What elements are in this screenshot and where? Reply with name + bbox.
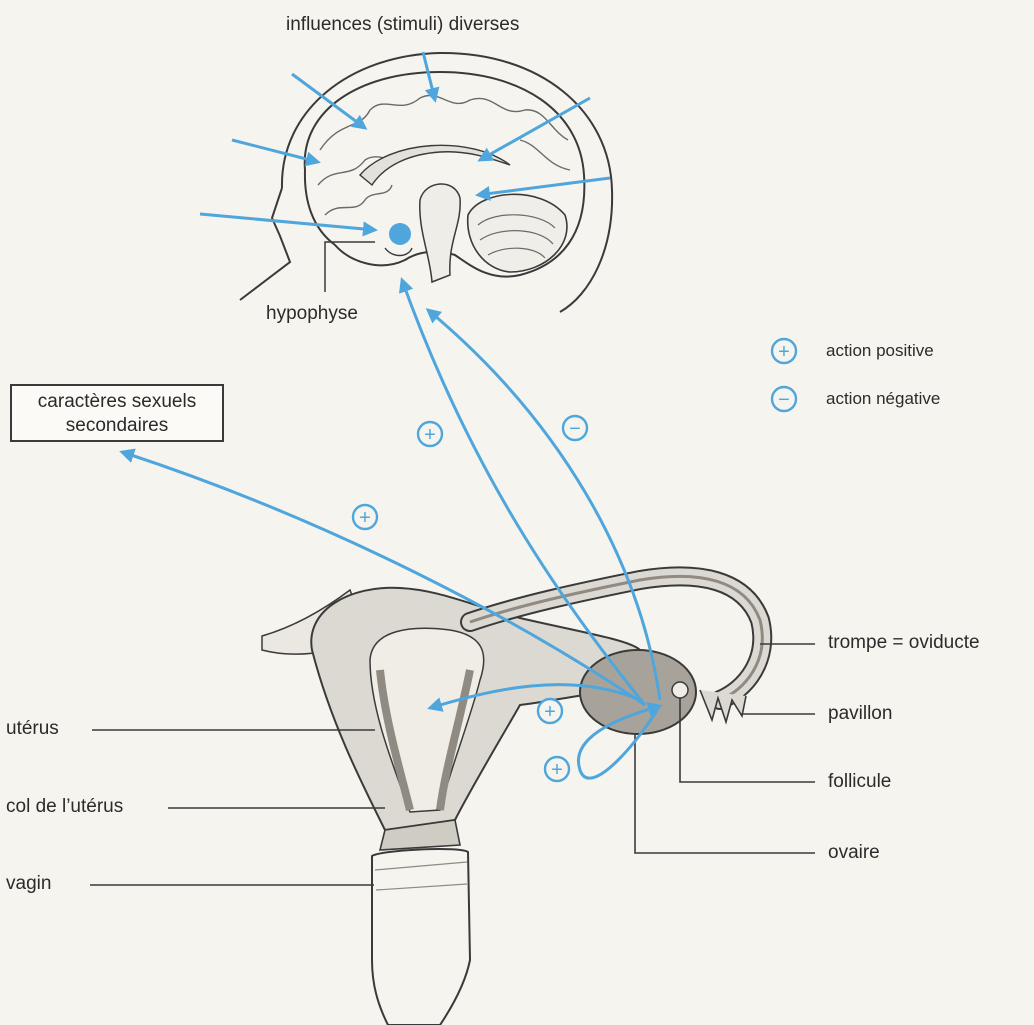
legend-symbol: + <box>778 341 790 363</box>
pituitary-gland <box>389 223 411 245</box>
sign-text: + <box>551 759 563 781</box>
sign-plus-3: + <box>538 699 562 723</box>
label-ovaire: ovaire <box>828 842 880 864</box>
label-follicule: follicule <box>828 771 891 793</box>
label-hypophyse: hypophyse <box>266 303 358 325</box>
sign-text: − <box>569 418 581 440</box>
box-line-1: caractères sexuels <box>12 390 222 414</box>
box-line-2: secondaires <box>12 414 222 438</box>
sign-text: + <box>359 507 371 529</box>
legend-negative-label: action négative <box>826 389 940 409</box>
sign-plus-4: + <box>545 757 569 781</box>
sign-text: + <box>424 424 436 446</box>
label-pavillon: pavillon <box>828 703 892 725</box>
label-vagin: vagin <box>6 873 51 895</box>
legend-negative-icon: − <box>772 387 796 411</box>
sign-plus-1: + <box>418 422 442 446</box>
follicle-shape <box>672 682 688 698</box>
secondary-characteristics-box: caractères sexuels secondaires <box>10 384 224 442</box>
diagram-title: influences (stimuli) diverses <box>286 14 519 36</box>
label-uterus: utérus <box>6 718 59 740</box>
legend-positive-icon: + <box>772 339 796 363</box>
sign-plus-2: + <box>353 505 377 529</box>
sign-text: + <box>544 701 556 723</box>
label-trompe: trompe = oviducte <box>828 632 980 654</box>
sign-minus-1: − <box>563 416 587 440</box>
legend-symbol: − <box>778 389 790 411</box>
label-col: col de l’utérus <box>6 796 123 818</box>
legend-positive-label: action positive <box>826 341 934 361</box>
brain-illustration <box>240 53 612 312</box>
uterus-illustration <box>262 576 762 1025</box>
